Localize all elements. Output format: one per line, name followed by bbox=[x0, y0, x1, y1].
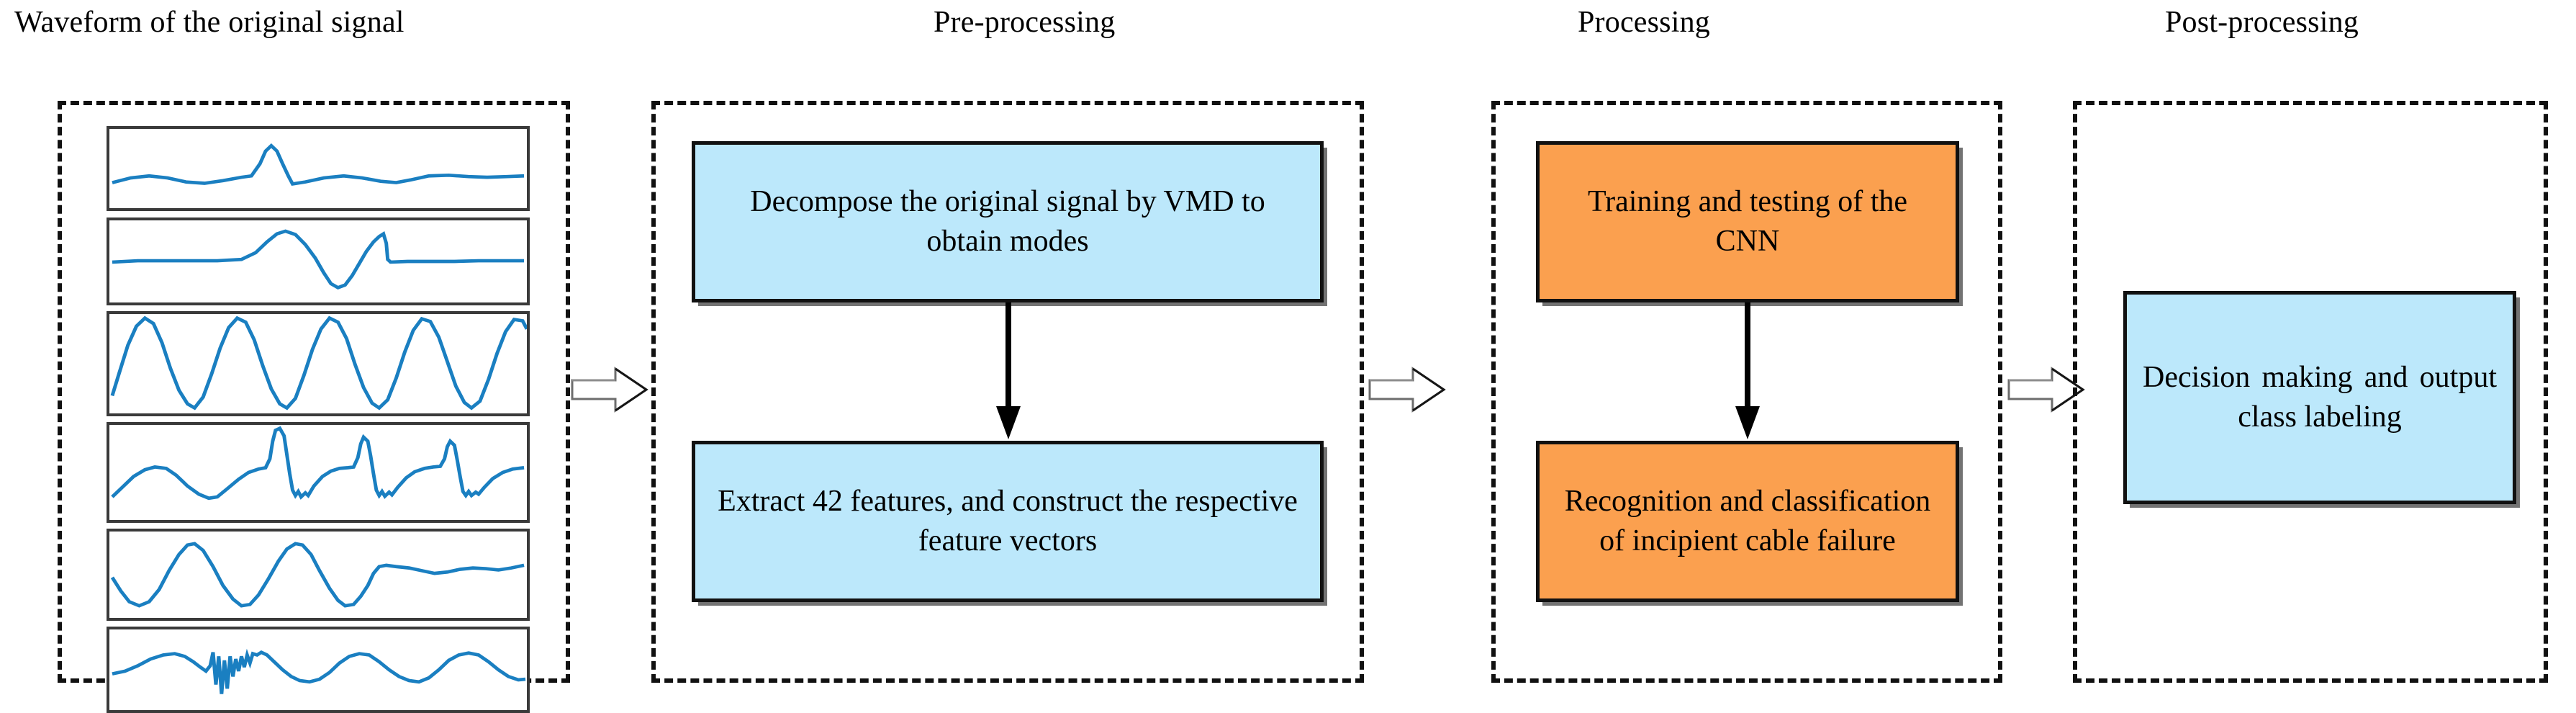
stage-container-preprocessing bbox=[651, 101, 1364, 683]
process-box-decompose-signal-label: Decompose the original signal by VMD to … bbox=[750, 184, 1265, 258]
process-box-recognition-classification[interactable]: Recognition and classification of incipi… bbox=[1536, 441, 1959, 602]
stage-title-preprocessing: Pre-processing bbox=[934, 6, 1116, 39]
process-box-training-testing-cnn[interactable]: Training and testing of the CNN bbox=[1536, 141, 1959, 302]
waveform-panel-mode-5 bbox=[107, 529, 530, 621]
waveform-panel-mode-1 bbox=[107, 126, 530, 211]
stage-arrow-processing-to-postprocessing-icon bbox=[2007, 364, 2086, 415]
waveform-panel-mode-6 bbox=[107, 627, 530, 713]
process-box-training-testing-cnn-label: Training and testing of the CNN bbox=[1587, 184, 1908, 258]
waveform-panel-mode-4 bbox=[107, 422, 530, 523]
stage-title-waveform: Waveform of the original signal bbox=[14, 6, 405, 39]
process-box-decompose-signal[interactable]: Decompose the original signal by VMD to … bbox=[692, 141, 1324, 302]
stage-container-postprocessing bbox=[2073, 101, 2548, 683]
stage-arrow-preprocessing-to-processing-icon bbox=[1368, 364, 1447, 415]
waveform-panel-mode-2 bbox=[107, 218, 530, 305]
process-box-decision-making-label: Decision making and output class labelin… bbox=[2143, 360, 2497, 434]
flow-arrow-decompose-to-extract-icon bbox=[995, 302, 1021, 441]
flow-arrow-training-to-recognition-icon bbox=[1735, 302, 1761, 441]
process-box-decision-making[interactable]: Decision making and output class labelin… bbox=[2123, 291, 2516, 504]
stage-title-processing: Processing bbox=[1578, 6, 1710, 39]
process-box-extract-features[interactable]: Extract 42 features, and construct the r… bbox=[692, 441, 1324, 602]
process-box-extract-features-label: Extract 42 features, and construct the r… bbox=[718, 484, 1298, 557]
stage-title-postprocessing: Post-processing bbox=[2165, 6, 2359, 39]
waveform-panel-mode-3 bbox=[107, 311, 530, 416]
process-box-recognition-classification-label: Recognition and classification of incipi… bbox=[1564, 484, 1931, 557]
stage-arrow-waveform-to-preprocessing-icon bbox=[570, 364, 649, 415]
stage-container-processing bbox=[1491, 101, 2002, 683]
